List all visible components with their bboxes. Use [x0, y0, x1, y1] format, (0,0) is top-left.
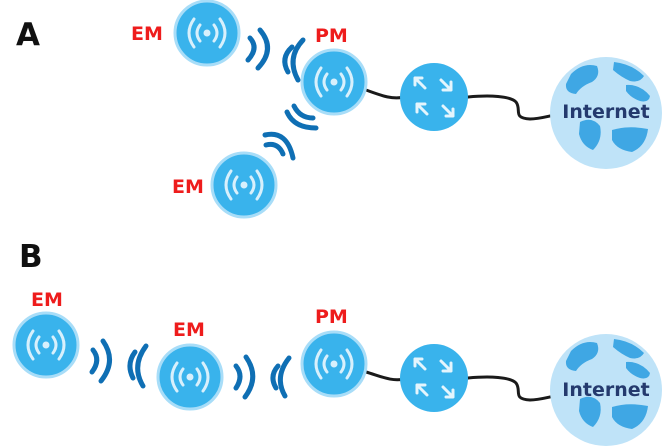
router-icon	[400, 344, 468, 412]
router-icon	[400, 63, 468, 131]
wireless-extender-icon	[156, 343, 224, 411]
em-label: EM	[31, 289, 63, 311]
wireless-extender-icon	[210, 151, 278, 219]
em-label: EM	[173, 319, 205, 341]
wireless-extender-icon	[300, 330, 368, 398]
wireless-signal-icon	[262, 103, 319, 161]
section-b-letter: B	[19, 239, 43, 275]
em-node: EM	[131, 0, 241, 67]
em-node: EM	[12, 289, 80, 379]
pm-node: PM	[300, 306, 368, 398]
section-a-letter: A	[16, 17, 40, 53]
internet-label: Internet	[562, 101, 649, 123]
cable-pm-router-a	[364, 88, 406, 100]
globe-icon: Internet	[550, 334, 662, 446]
em-label: EM	[172, 176, 204, 198]
wireless-extender-icon	[300, 48, 368, 116]
wireless-extender-icon	[12, 311, 80, 379]
internet-label: Internet	[562, 379, 649, 401]
cable-router-internet-a	[466, 94, 562, 121]
section-a: A EM	[16, 0, 662, 219]
wireless-signal-icon	[233, 354, 292, 400]
pm-label: PM	[315, 306, 348, 328]
cable-pm-router-b	[364, 370, 406, 382]
section-b: B EM	[12, 239, 662, 446]
wireless-extender-icon	[173, 0, 241, 67]
wireless-signal-icon	[245, 27, 306, 83]
em-node: EM	[172, 151, 278, 219]
em-label: EM	[131, 23, 163, 45]
pm-label: PM	[315, 25, 348, 47]
em-node: EM	[156, 319, 224, 411]
globe-icon: Internet	[550, 57, 662, 169]
cable-router-internet-b	[466, 375, 562, 402]
pm-node: PM	[300, 25, 368, 116]
wireless-signal-icon	[89, 338, 149, 389]
